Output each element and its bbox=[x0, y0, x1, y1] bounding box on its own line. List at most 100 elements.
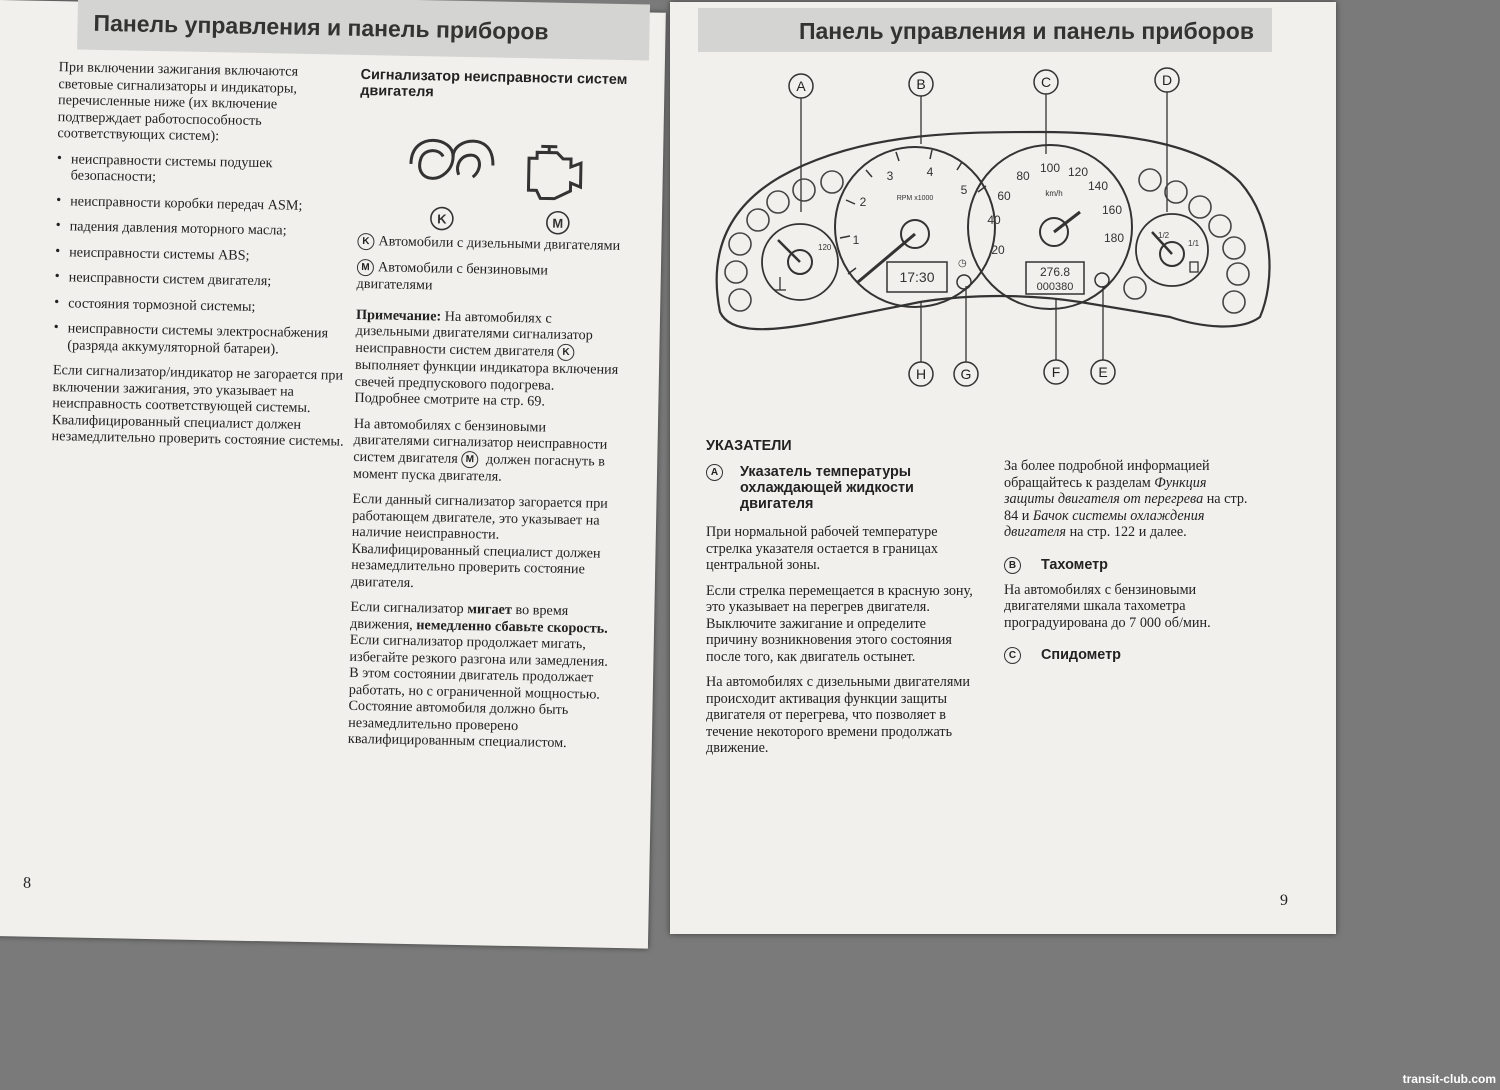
speed-tick: 80 bbox=[1016, 169, 1030, 183]
clock-display: 17:30 bbox=[899, 269, 934, 285]
b-badge: B bbox=[1004, 556, 1021, 574]
speed-unit: km/h bbox=[1045, 189, 1062, 198]
speed-tick: 180 bbox=[1104, 231, 1124, 245]
page-number-left: 8 bbox=[22, 874, 32, 892]
b-paragraph: На автомобилях с бензиновыми двигателями… bbox=[1004, 581, 1211, 631]
icon-label-k: K bbox=[437, 211, 447, 226]
fuel-pump-icon bbox=[1189, 261, 1199, 273]
intro-paragraph: При включении зажигания включаются свето… bbox=[57, 59, 299, 145]
more-info-paragraph: За более подробной информацией обращайте… bbox=[1004, 458, 1254, 541]
callout-a bbox=[788, 73, 814, 212]
left-column: При включении зажигания включаются свето… bbox=[51, 59, 351, 459]
right-page: Панель управления и панель приборов A B … bbox=[670, 2, 1336, 934]
odometer-display: 000380 bbox=[1037, 281, 1074, 293]
callout-label-f: F bbox=[1052, 364, 1061, 380]
temp-tick: 120 bbox=[818, 243, 832, 252]
more-italic-2: Бачок системы охлаждения двигателя bbox=[1004, 507, 1205, 541]
note-paragraph: Примечание: На автомобилях с дизельными … bbox=[354, 307, 624, 412]
fuel-gauge: 1/2 1/1 bbox=[1135, 213, 1209, 287]
b-title: Тахометр bbox=[1041, 556, 1108, 573]
left-page-header: Панель управления и панель приборов bbox=[77, 0, 651, 61]
c-heading: C Спидометр bbox=[1004, 647, 1254, 664]
right-page-header: Панель управления и панель приборов bbox=[698, 8, 1272, 52]
tach-tick: 1 bbox=[853, 233, 860, 247]
section-title: УКАЗАТЕЛИ bbox=[706, 438, 792, 454]
warning-icons-svg: K M bbox=[409, 138, 583, 235]
petrol-paragraph: На автомобилях с бензиновыми двигателями… bbox=[353, 416, 622, 488]
tach-tick: 2 bbox=[860, 195, 867, 209]
note-text-2: выполняет функции индикатора включения с… bbox=[354, 357, 619, 410]
blink-paragraph: Если сигнализатор мигает во время движен… bbox=[348, 599, 619, 753]
callout-c bbox=[1033, 69, 1059, 154]
blink-text-3: Если сигнализатор продолжает мигать, изб… bbox=[347, 632, 609, 752]
m-badge: M bbox=[356, 259, 375, 277]
speed-tick: 40 bbox=[987, 213, 1001, 227]
fuel-tick: 1/1 bbox=[1188, 239, 1200, 248]
more-text-1: За более подробной информацией обращайте… bbox=[1004, 458, 1210, 491]
speed-tick: 100 bbox=[1040, 161, 1060, 175]
callouts bbox=[788, 67, 1180, 387]
tach-tick: 4 bbox=[927, 165, 934, 179]
temperature-gauge: 120 bbox=[761, 223, 839, 301]
callout-label-c: C bbox=[1041, 74, 1051, 90]
outro-paragraph: Если сигнализатор/индикатор не загораетс… bbox=[51, 362, 344, 450]
note-label: Примечание: bbox=[355, 306, 442, 325]
callout-label-a: A bbox=[796, 78, 806, 94]
icon-label-m: M bbox=[552, 216, 563, 231]
a-paragraph-1: При нормальной рабочей температуре стрел… bbox=[706, 524, 938, 573]
speed-tick: 60 bbox=[997, 189, 1011, 203]
c-badge: C bbox=[1004, 647, 1021, 664]
callout-label-e: E bbox=[1098, 364, 1107, 380]
a-heading: A Указатель температуры охлаждающей жидк… bbox=[706, 464, 976, 512]
a-title: Указатель температуры охлаждающей жидкос… bbox=[740, 464, 914, 512]
m-badge: M bbox=[461, 450, 479, 469]
trip-display: 276.8 bbox=[1040, 265, 1070, 279]
indicator-list: неисправности системы подушек безопаснос… bbox=[53, 151, 349, 359]
more-text-3: на стр. 122 и далее. bbox=[1069, 524, 1187, 540]
list-item: состояния тормозной системы; bbox=[54, 295, 346, 317]
fuel-tick: 1/2 bbox=[1158, 231, 1170, 240]
cluster-housing bbox=[715, 130, 1271, 331]
more-text-2: на стр. 84 и bbox=[1004, 491, 1248, 524]
right-column: Сигнализатор неисправности систем двигат… bbox=[348, 67, 629, 762]
callout-d bbox=[1154, 67, 1180, 212]
left-page: Панель управления и панель приборов При … bbox=[0, 0, 666, 949]
instrument-cluster-diagram: A B C D H G F E 120 bbox=[715, 67, 1271, 387]
blink-bold-1: мигает bbox=[467, 601, 513, 619]
warning-title: Сигнализатор неисправности систем двигат… bbox=[360, 66, 628, 101]
list-item: неисправности системы подушек безопаснос… bbox=[56, 151, 349, 190]
warning-icons: K M bbox=[358, 113, 628, 238]
speedometer: 20 40 60 80 100 120 140 160 180 km/h 276… bbox=[967, 144, 1133, 310]
clock-set-button[interactable] bbox=[956, 274, 972, 290]
a-paragraph-3: На автомобилях с дизельными двигателями … bbox=[706, 674, 970, 756]
blink-text-1: Если сигнализатор bbox=[350, 599, 464, 618]
tach-tick: 5 bbox=[961, 183, 968, 197]
callout-h bbox=[908, 302, 934, 387]
speed-tick: 20 bbox=[991, 243, 1005, 257]
engine-check-icon bbox=[526, 144, 583, 201]
tach-tick: 3 bbox=[887, 169, 894, 183]
callout-f bbox=[1043, 298, 1069, 385]
legend-m-text: Автомобили с бензиновыми двигателями bbox=[356, 259, 549, 294]
a-paragraph-2: Если стрелка перемещается в красную зону… bbox=[706, 582, 973, 665]
page-number-right: 9 bbox=[1280, 892, 1288, 909]
speed-tick: 140 bbox=[1088, 179, 1108, 193]
speed-tick: 120 bbox=[1068, 165, 1088, 179]
speed-tick: 160 bbox=[1102, 203, 1122, 217]
list-item: неисправности коробки передач ASM; bbox=[56, 193, 348, 215]
clock-icon: ◷ bbox=[958, 258, 967, 269]
callout-g bbox=[953, 286, 979, 387]
list-item: неисправности систем двигателя; bbox=[55, 269, 347, 291]
b-heading: B Тахометр bbox=[1004, 556, 1254, 574]
tach-unit: RPM x1000 bbox=[897, 195, 934, 202]
list-item: неисправности системы электроснабжения (… bbox=[53, 320, 346, 359]
warning-lamps bbox=[724, 168, 1250, 314]
more-italic-1: Функция защиты двигателя от перегрева bbox=[1004, 474, 1207, 508]
callout-label-g: G bbox=[961, 366, 972, 382]
c-title: Спидометр bbox=[1041, 647, 1121, 664]
k-badge: K bbox=[357, 233, 375, 251]
k-badge: K bbox=[557, 343, 575, 362]
list-item: неисправности системы ABS; bbox=[55, 244, 347, 266]
trip-reset-button[interactable] bbox=[1094, 272, 1110, 288]
